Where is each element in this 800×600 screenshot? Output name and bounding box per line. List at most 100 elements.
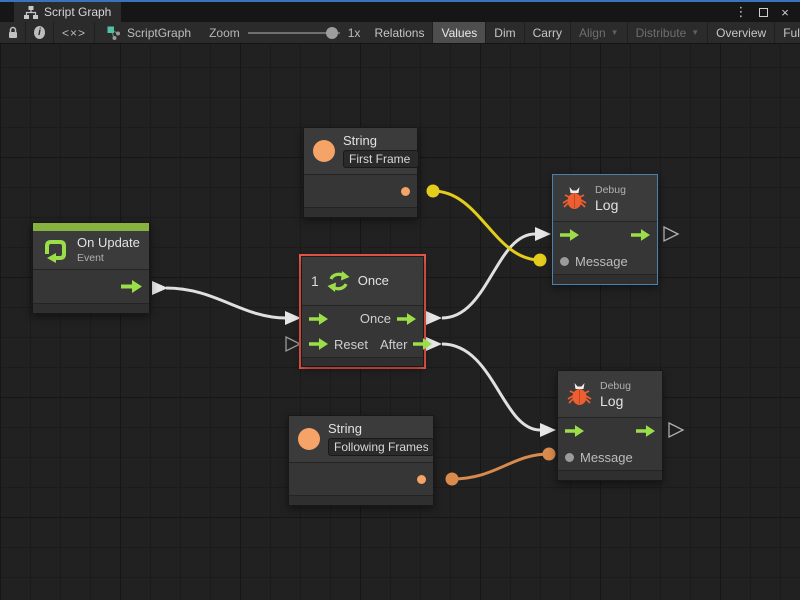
- code-view-button[interactable]: <×>: [54, 22, 96, 43]
- zoom-label: Zoom: [209, 25, 240, 40]
- align-dropdown[interactable]: Align ▼: [571, 22, 628, 43]
- info-button[interactable]: i: [26, 22, 54, 43]
- port-connector-once-out[interactable]: [426, 311, 442, 325]
- chevron-down-icon: ▼: [691, 28, 700, 37]
- overview-button[interactable]: Overview: [708, 22, 776, 43]
- flow-output-port[interactable]: [631, 229, 650, 241]
- node-string-first-frame[interactable]: String: [303, 127, 419, 218]
- node-title: String: [328, 421, 362, 436]
- wire-string2-to-message-bottom[interactable]: [451, 452, 550, 481]
- node-once[interactable]: 1 Once O: [302, 257, 433, 366]
- values-button[interactable]: Values: [433, 22, 487, 43]
- node-subtitle: Debug: [595, 184, 626, 196]
- value-connector-string2-out[interactable]: [445, 472, 459, 486]
- string-value-input[interactable]: [343, 150, 419, 168]
- after-output-port[interactable]: [413, 338, 433, 350]
- value-connector-string1-out[interactable]: [426, 184, 440, 198]
- flow-port-row: [553, 221, 657, 248]
- align-label: Align: [578, 25, 606, 40]
- window-maximize-button[interactable]: [754, 3, 772, 21]
- wire-string1-to-message-top[interactable]: [432, 189, 541, 262]
- port-connector-after-out[interactable]: [426, 337, 442, 351]
- node-title: On Update: [77, 235, 140, 250]
- lock-icon: [7, 26, 19, 39]
- maximize-icon: [758, 7, 768, 17]
- node-title: Log: [595, 197, 619, 213]
- node-subtitle: Debug: [600, 380, 631, 392]
- after-output-label: After: [379, 336, 408, 352]
- node-footer: [33, 303, 149, 313]
- window-close-button[interactable]: ×: [781, 4, 789, 20]
- node-output-row: [289, 462, 433, 495]
- port-connector-once-reset-unconnected[interactable]: [285, 335, 302, 353]
- flow-input-port[interactable]: [560, 229, 579, 241]
- flow-port-row: [558, 417, 662, 444]
- flow-output-port[interactable]: [121, 280, 142, 293]
- zoom-slider-handle[interactable]: [325, 26, 338, 39]
- node-header: 1 Once: [302, 257, 423, 305]
- flow-input-port[interactable]: [309, 312, 328, 325]
- wire-layer: [152, 184, 685, 486]
- on-update-loop-icon: [42, 237, 69, 264]
- fullscreen-button[interactable]: Full Screen: [783, 25, 800, 40]
- window-controls: ⋮ ×: [732, 2, 800, 22]
- message-input-port[interactable]: [560, 256, 569, 266]
- port-connector-debugtop-in[interactable]: [535, 227, 551, 241]
- port-connector-debugbottom-in[interactable]: [540, 423, 556, 437]
- dim-button[interactable]: Dim: [486, 22, 525, 43]
- node-title: String: [343, 133, 377, 148]
- relations-button[interactable]: Relations: [366, 22, 434, 43]
- bug-icon: [562, 186, 587, 210]
- distribute-label: Distribute: [635, 25, 687, 40]
- distribute-dropdown[interactable]: Distribute ▼: [628, 22, 709, 43]
- once-cycle-icon: [327, 270, 350, 293]
- once-counter: 1: [311, 273, 319, 289]
- once-output-port[interactable]: [397, 312, 416, 325]
- graph-hierarchy-icon: [24, 5, 38, 19]
- once-port-row-1: Once: [302, 305, 423, 331]
- carry-button[interactable]: Carry: [525, 22, 571, 43]
- wire-once-to-debugtop[interactable]: [441, 232, 536, 320]
- node-header: Debug Log: [558, 371, 662, 417]
- string-output-port[interactable]: [417, 474, 426, 484]
- node-title: Once: [357, 273, 389, 288]
- message-port-row: Message: [553, 248, 657, 274]
- port-connector-debugtop-out-unconnected[interactable]: [663, 225, 680, 243]
- reset-input-port[interactable]: [309, 338, 328, 350]
- node-string-following-frames[interactable]: String: [288, 415, 434, 506]
- window-menu-button[interactable]: ⋮: [734, 4, 748, 19]
- zoom-slider[interactable]: [247, 26, 340, 40]
- node-output-row: [33, 269, 149, 303]
- value-connector-message-top[interactable]: [533, 253, 547, 267]
- lock-button[interactable]: [0, 22, 26, 43]
- tab-script-graph[interactable]: Script Graph: [14, 2, 122, 22]
- message-input-port[interactable]: [565, 452, 574, 462]
- flow-output-port[interactable]: [636, 425, 655, 437]
- bug-icon: [567, 382, 592, 406]
- message-label: Message: [580, 449, 633, 465]
- port-connector-once-in[interactable]: [285, 311, 301, 325]
- graph-canvas[interactable]: String On Update: [0, 44, 800, 600]
- string-value-input[interactable]: [328, 438, 434, 456]
- flow-input-port[interactable]: [565, 425, 584, 437]
- node-footer: [302, 357, 423, 366]
- node-on-update[interactable]: On Update Event: [32, 222, 150, 314]
- node-footer: [304, 207, 417, 217]
- string-type-icon: [313, 140, 335, 162]
- graph-toolbar: i <×> ScriptGraph Zoom 1x Relat: [0, 22, 800, 44]
- message-port-row: Message: [558, 444, 662, 470]
- node-footer: [558, 470, 662, 480]
- window-focus-line: [0, 0, 800, 2]
- breadcrumb[interactable]: ScriptGraph: [95, 22, 203, 43]
- zoom-control: Zoom 1x: [203, 22, 366, 43]
- string-output-port[interactable]: [401, 186, 410, 196]
- wire-onupdate-to-once[interactable]: [165, 286, 287, 320]
- port-connector-debugbottom-out-unconnected[interactable]: [668, 421, 685, 439]
- port-connector-onupdate-out[interactable]: [152, 281, 168, 295]
- zoom-value: 1x: [347, 25, 361, 40]
- node-debug-log-top[interactable]: Debug Log Message: [552, 174, 658, 285]
- value-connector-message-bottom[interactable]: [542, 447, 556, 461]
- tab-title: Script Graph: [44, 5, 112, 19]
- wire-after-to-debugbottom[interactable]: [441, 342, 541, 432]
- node-debug-log-bottom[interactable]: Debug Log Message: [557, 370, 663, 481]
